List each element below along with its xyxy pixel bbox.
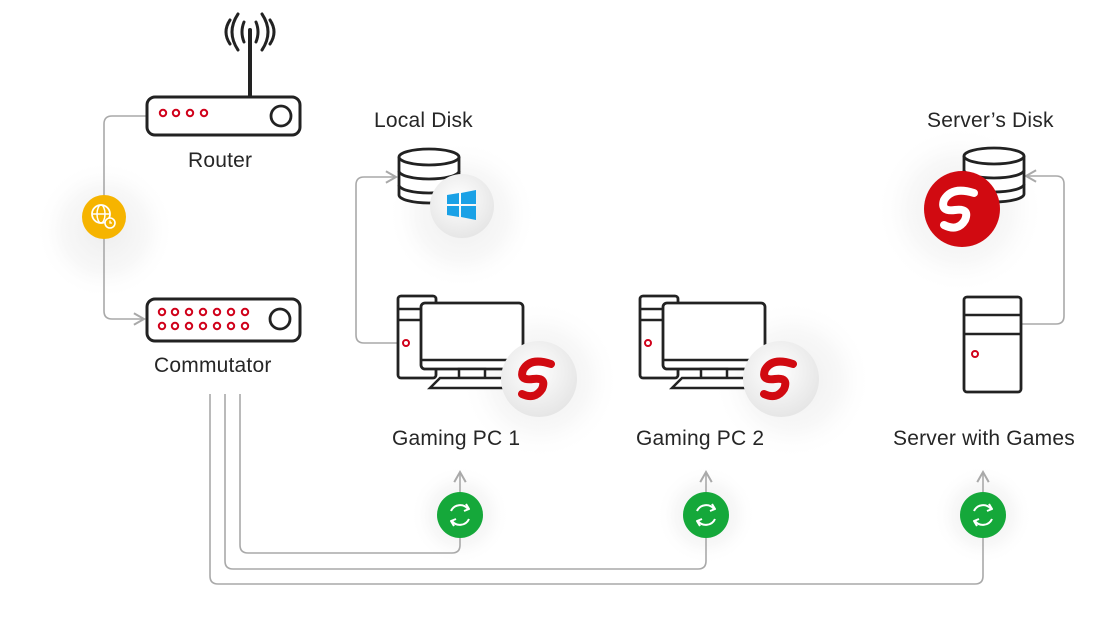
local-disk-label: Local Disk	[374, 109, 473, 132]
sync-icon-server	[960, 492, 1006, 538]
gaming-pc-2-icon	[638, 294, 819, 417]
commutator-to-pc1-line	[239, 394, 461, 554]
s-logo-icon	[760, 357, 797, 401]
pc1-to-local-disk-line	[355, 170, 399, 344]
switch-icon	[145, 297, 302, 343]
server-with-games-label: Server with Games	[893, 427, 1075, 450]
commutator-label: Commutator	[154, 354, 272, 377]
s-logo-icon	[518, 357, 555, 401]
sync-icon-pc1	[437, 492, 483, 538]
server-tower-icon	[962, 295, 1023, 394]
gaming-pc-1-icon	[396, 294, 577, 417]
router-icon	[145, 12, 302, 137]
sync-icon-pc2	[683, 492, 729, 538]
server-to-disk-line	[1022, 169, 1065, 325]
servers-disk-database-icon	[924, 146, 1026, 247]
gaming-pc-2-label: Gaming PC 2	[636, 427, 765, 450]
s-logo-icon	[939, 186, 978, 232]
globe-clock-icon	[82, 195, 126, 239]
windows-logo-icon	[447, 190, 476, 220]
gaming-pc-1-label: Gaming PC 1	[392, 427, 521, 450]
commutator-to-pc2-line	[224, 394, 707, 570]
commutator-to-server-line	[209, 394, 984, 585]
servers-disk-label: Server’s Disk	[927, 109, 1054, 132]
router-label: Router	[188, 149, 253, 172]
local-disk-database-icon	[397, 147, 494, 238]
